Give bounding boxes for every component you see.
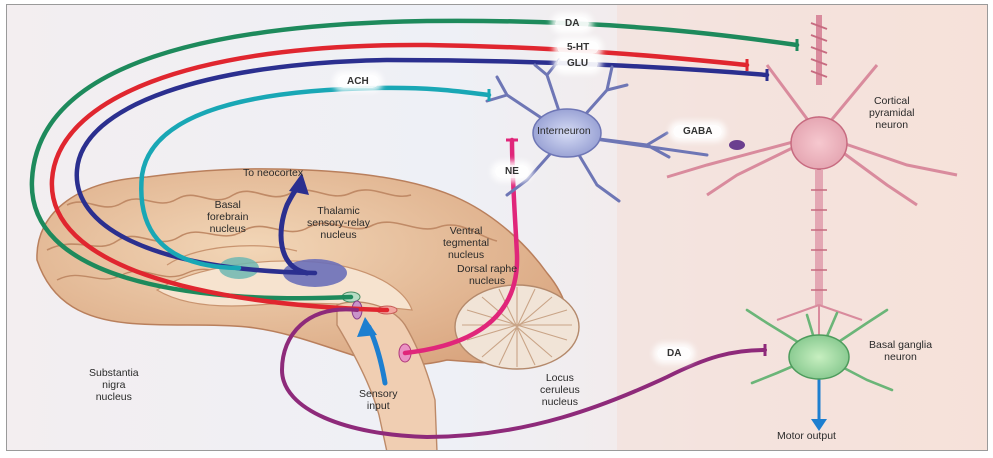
neurotransmitter-diagram (7, 5, 988, 451)
vta-label: Ventral tegmental nucleus (443, 225, 489, 261)
motor-output-label: Motor output (777, 430, 836, 442)
to-neocortex-label: To neocortex (243, 167, 303, 179)
da-lower-label: DA (657, 347, 691, 360)
ach-label: ACH (337, 75, 379, 88)
cortical-neuron-label: Cortical pyramidal neuron (869, 95, 915, 131)
locus-ceruleus-label: Locus ceruleus nucleus (540, 372, 580, 408)
sensory-input-label: Sensory input (359, 388, 398, 412)
interneuron-label: Interneuron (537, 125, 591, 137)
substantia-label: Substantia nigra nucleus (89, 367, 139, 403)
raphe-label: Dorsal raphe nucleus (457, 263, 517, 287)
basal-ganglia-label: Basal ganglia neuron (869, 339, 932, 363)
thalamic-label: Thalamic sensory-relay nucleus (307, 205, 370, 241)
cerebellum (455, 285, 579, 369)
background-shade (617, 5, 988, 451)
gaba-terminal (729, 140, 745, 150)
5ht-label: 5-HT (557, 41, 599, 54)
basal-forebrain-label: Basal forebrain nucleus (207, 199, 248, 235)
glu-label: GLU (557, 57, 598, 70)
ne-label: NE (495, 165, 529, 178)
figure-frame: DA 5-HT GLU ACH NE GABA DA Interneuron C… (6, 4, 988, 451)
gaba-label: GABA (673, 125, 722, 138)
da-label: DA (555, 17, 589, 30)
